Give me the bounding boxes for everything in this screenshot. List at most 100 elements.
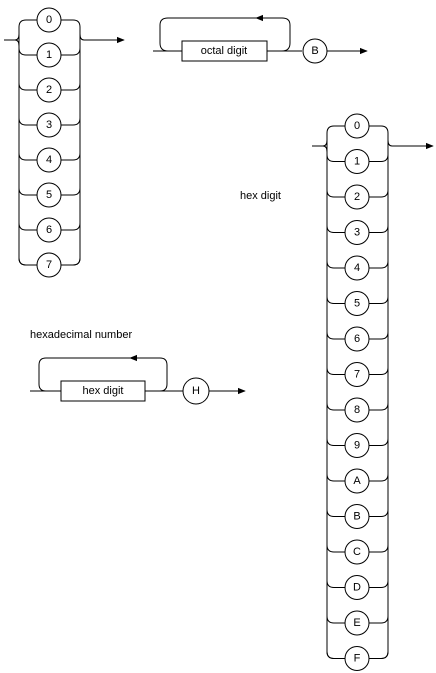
- hex-digit-terminal: [344, 397, 370, 423]
- octal-digit-terminal: [36, 252, 62, 278]
- octal-digit-branch-right: [61, 257, 81, 266]
- octal-digit-branch-left: [18, 222, 37, 231]
- hex-digit-terminal: [344, 433, 370, 458]
- octal-digit-terminal: [36, 147, 62, 173]
- hex-digit-branch-left: [326, 615, 345, 624]
- hex-digit-terminal-label: E: [353, 617, 360, 629]
- hex-digit-left-rail: [322, 139, 335, 659]
- octal-digit-exit-line: [79, 33, 125, 44]
- octal-digit-terminal-label: 2: [46, 84, 52, 96]
- hex-digit-branch-left: [326, 651, 345, 659]
- hex-digit-branch-left: [326, 580, 345, 588]
- hex-digit-branch-right: [369, 296, 389, 304]
- hex-digit-terminal: [344, 539, 370, 565]
- hex-digit-branch-left: [326, 509, 345, 517]
- octal-digit-terminal: [36, 112, 62, 138]
- octal-digit-terminal-label: 6: [46, 224, 52, 236]
- hex-digit-terminal: [344, 326, 370, 352]
- hex-digit-branch-left: [326, 189, 345, 198]
- suffix-b-label: B: [311, 45, 318, 57]
- octal-digit-terminal-label: 4: [46, 154, 52, 166]
- hex-digit-branch-left: [326, 438, 345, 446]
- octal-digit-branch-right: [61, 47, 81, 56]
- hex-digit-branch-right: [369, 651, 389, 659]
- octal-digit-branch-right: [61, 117, 81, 126]
- hex-digit-terminal: [344, 113, 370, 139]
- octal-digit-branch-right: [61, 187, 81, 196]
- hex-digit-terminal-label: 7: [354, 369, 360, 381]
- hex-digit-terminal: [344, 468, 370, 494]
- hex-digit-branch-right: [369, 615, 389, 624]
- hex-digit-branch-right: [369, 402, 389, 411]
- hex-digit-terminal: [344, 220, 370, 245]
- hex-digit-terminal: [344, 255, 370, 281]
- octal-digit-branch-right: [61, 222, 81, 231]
- hex-digit-terminal: [344, 291, 370, 316]
- hex-digit-branch-right: [369, 544, 389, 553]
- octal-digit-branch-right: [61, 82, 81, 91]
- hexadecimal-number-diagram: hex digit H: [30, 354, 246, 405]
- hex-digit-terminal-label: 3: [354, 227, 360, 239]
- hex-digit-branch-right: [369, 509, 389, 517]
- hex-digit-title: hex digit: [240, 190, 281, 202]
- hexadecimal-number-title: hexadecimal number: [30, 329, 132, 341]
- octal-digit-terminal: [36, 77, 62, 103]
- hex-digit-branch-right: [369, 367, 389, 375]
- octal-digit-branch-left: [18, 47, 37, 56]
- hex-digit-branch-right: [369, 331, 389, 340]
- octal-digit-top-left-line: [18, 19, 37, 34]
- hex-digit-right-rail: [369, 125, 389, 659]
- hex-digit-exit-line: [387, 139, 434, 150]
- hex-digit-terminal: [344, 575, 370, 600]
- hex-digit-terminal: [344, 646, 370, 671]
- hex-digit-terminal: [344, 184, 370, 210]
- octal-digit-terminal: [36, 42, 62, 68]
- octal-digit-branch-right: [61, 152, 81, 161]
- hex-digit-terminal-label: F: [354, 653, 361, 665]
- octal-digit-terminal-label: 3: [46, 119, 52, 131]
- hex-digit-terminal: [344, 504, 370, 529]
- hex-digit-terminal-label: B: [353, 511, 360, 523]
- octal-digit-left-join: [14, 39, 20, 47]
- hex-digit-terminal: [344, 149, 370, 174]
- octal-digit-terminal: [36, 182, 62, 208]
- octal-digit-right-rail: [61, 19, 81, 266]
- hex-digit-branch-left: [326, 154, 345, 162]
- hex-digit-terminal-label: 0: [354, 120, 360, 132]
- octal-digit-branch-left: [18, 257, 37, 266]
- octal-digit-branch-left: [18, 82, 37, 91]
- hex-digit-branch-left: [326, 296, 345, 304]
- hex-digit-terminal-label: 2: [354, 191, 360, 203]
- hex-digit-terminal: [344, 362, 370, 387]
- hex-digit-branch-right: [369, 260, 389, 269]
- octal-digit-terminal: [36, 217, 62, 243]
- hex-digit-terminal-label: C: [353, 546, 361, 558]
- hex-digit-branch-right: [369, 154, 389, 162]
- octal-digit-box-label: octal digit: [201, 45, 247, 57]
- hex-digit-branch-left: [326, 331, 345, 340]
- hex-digit-terminal-label: 4: [354, 262, 360, 274]
- hex-digit-branch-right: [369, 189, 389, 198]
- octal-digit-terminal-label: 0: [46, 14, 52, 26]
- hex-digit-branch-right: [369, 438, 389, 446]
- octal-number-diagram: octal digit B: [153, 14, 368, 64]
- hex-digit-box-label: hex digit: [83, 385, 124, 397]
- hex-digit-terminal-label: 9: [354, 440, 360, 452]
- octal-digit-terminal-label: 7: [46, 259, 52, 271]
- hex-digit-terminal: [344, 610, 370, 636]
- hex-digit-branch-left: [326, 544, 345, 553]
- hex-digit-terminal-label: 5: [354, 298, 360, 310]
- suffix-h-label: H: [192, 385, 200, 397]
- hex-digit-branch-left: [326, 367, 345, 375]
- octal-digit-terminal: [36, 7, 62, 33]
- octal-digit-diagram: 0 1 2 3 4 5 6 7: [4, 7, 125, 278]
- octal-digit-terminal-label: 1: [46, 49, 52, 61]
- octal-digit-branch-left: [18, 117, 37, 126]
- hex-digit-branch-right: [369, 225, 389, 233]
- hex-digit-branch-left: [326, 260, 345, 269]
- octal-digit-terminal-label: 5: [46, 189, 52, 201]
- hex-digit-left-join: [322, 145, 328, 153]
- hex-digit-branch-right: [369, 580, 389, 588]
